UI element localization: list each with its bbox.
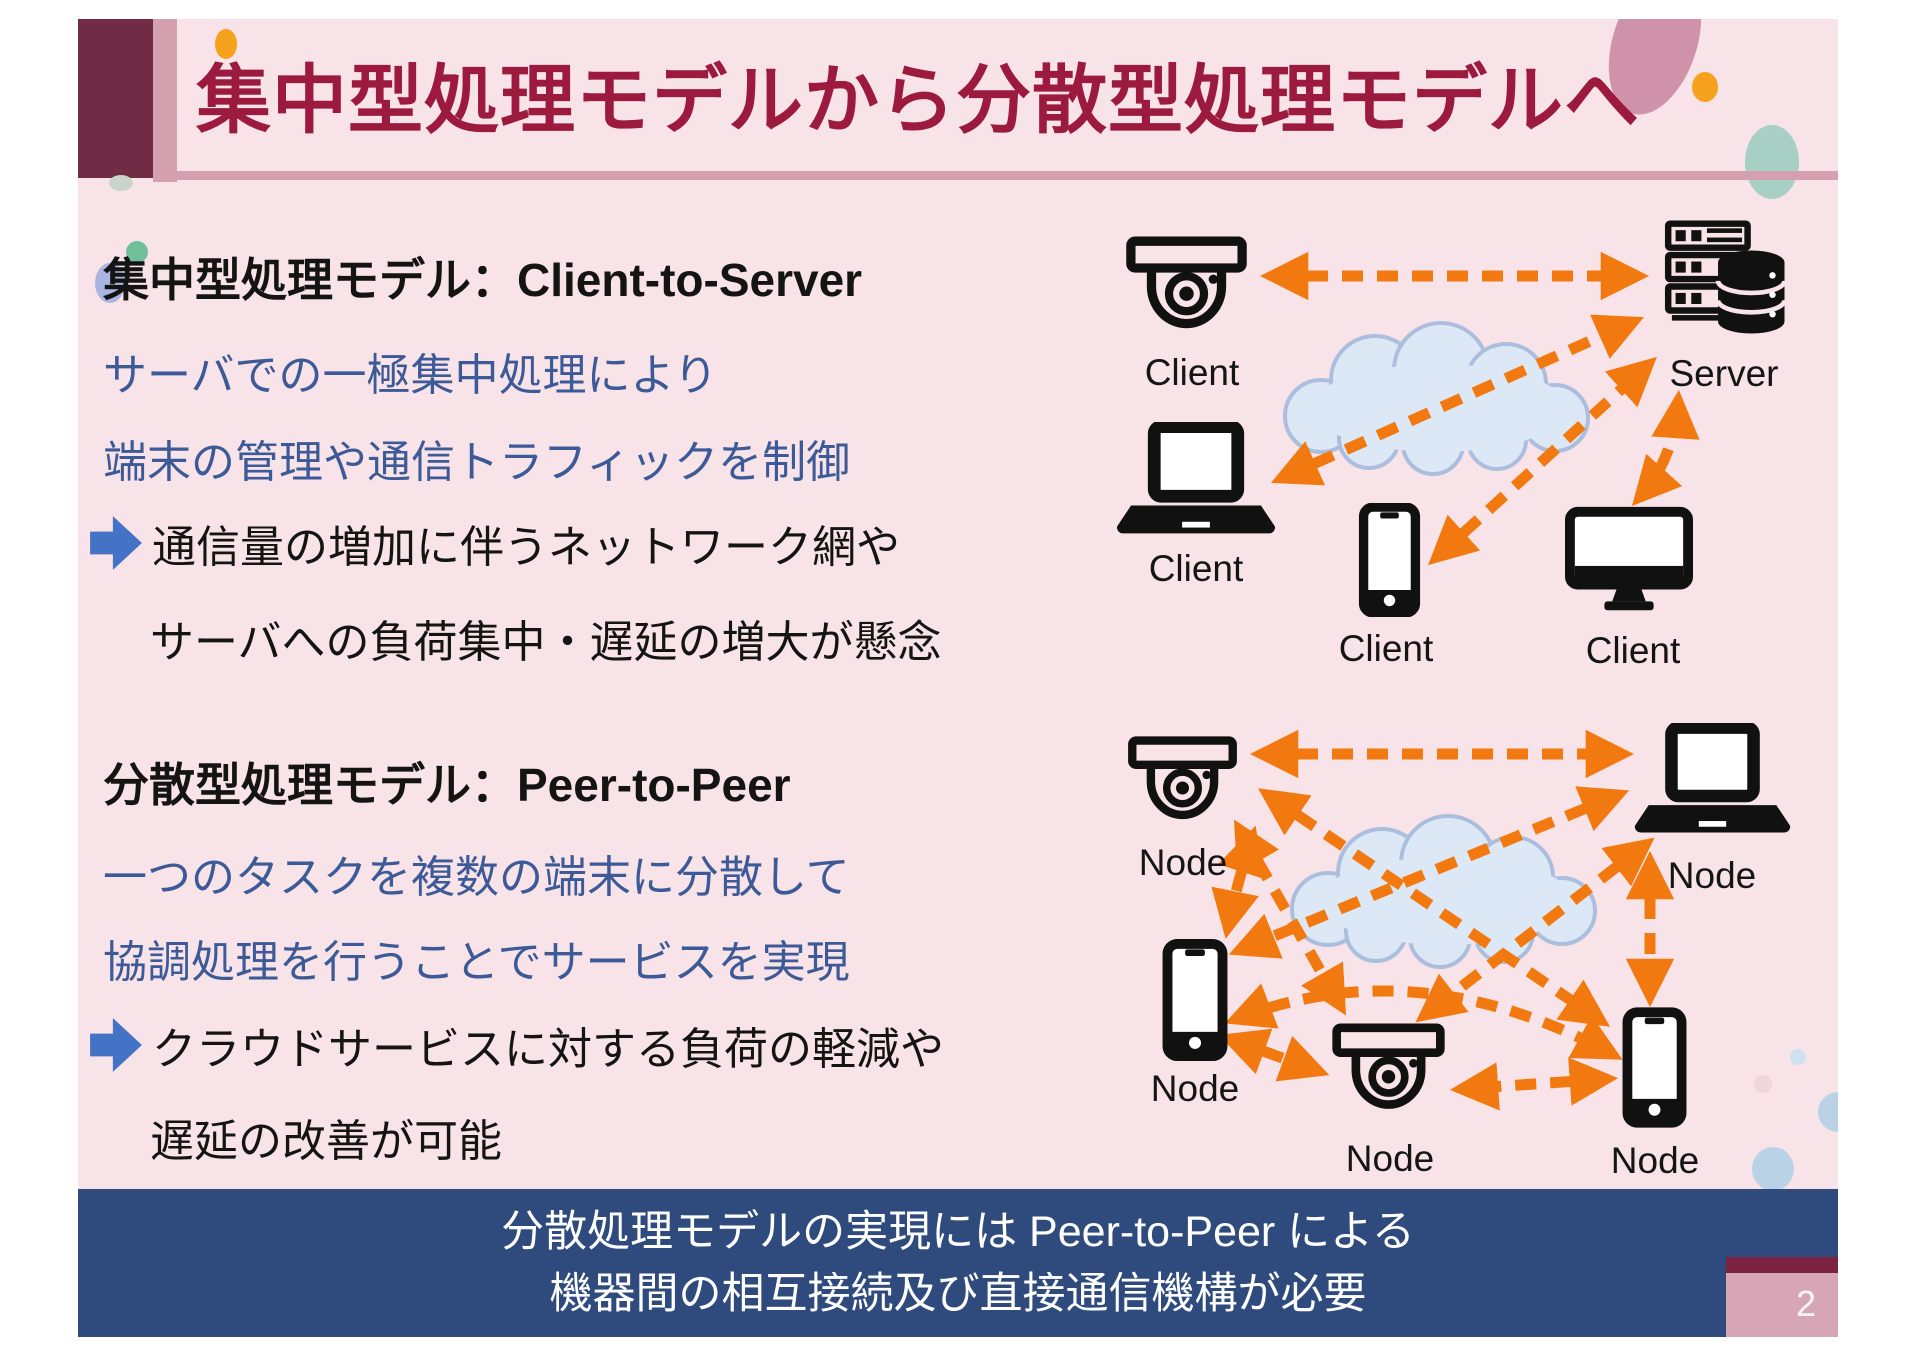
smartphone-icon (1357, 503, 1422, 617)
laptop-icon (1630, 723, 1795, 837)
section2-bullet-text: クラウドサービスに対する負荷の軽減や (152, 1025, 944, 1074)
network-arrows (1211, 251, 1700, 1111)
security-camera-icon (1118, 735, 1247, 828)
section1-bullet-text: 通信量の増加に伴うネットワーク網や (152, 523, 900, 572)
node-label: Node (1138, 842, 1228, 883)
slide: 集中型処理モデルから分散型処理モデルへ 集中型処理モデル：Client-to-S… (78, 19, 1838, 1337)
header-divider (177, 171, 1838, 180)
node-label: Node (1345, 1138, 1435, 1179)
node-label: Server (1669, 353, 1779, 394)
section2-bullet-text: 遅延の改善が可能 (150, 1117, 502, 1166)
node-label: Node (1150, 1068, 1240, 1109)
decor-dot-sage (109, 175, 133, 191)
section1-bullet-text: サーバへの負荷集中・遅延の増大が懸念 (150, 618, 942, 667)
header-accent-strip (153, 19, 177, 182)
node-label: Client (1144, 352, 1240, 393)
smartphone-icon (1622, 1005, 1687, 1130)
section2-line: 協調処理を行うことでサービスを実現 (103, 938, 850, 987)
banner-line-2: 機器間の相互接続及び直接通信機構が必要 (549, 1270, 1367, 1318)
section2-heading: 分散型処理モデル：Peer-to-Peer (103, 759, 791, 811)
section1-line: サーバでの一極集中処理により (103, 351, 718, 400)
decor-dot-pink (1754, 1075, 1772, 1093)
laptop-icon (1112, 422, 1280, 538)
decor-ellipse-teal (1745, 125, 1799, 199)
section2-bullet-row: クラウドサービスに対する負荷の軽減や (90, 1013, 944, 1077)
node-label: Client (1338, 628, 1434, 669)
node-label: Node (1610, 1140, 1700, 1181)
section2-line: 一つのタスクを複数の端末に分散して (103, 853, 850, 902)
security-camera-icon (1118, 235, 1255, 338)
server-database-icon (1662, 220, 1787, 340)
page-number: 2 (1726, 1273, 1838, 1337)
slide-title: 集中型処理モデルから分散型処理モデルへ (196, 58, 1641, 142)
blue-arrow-icon (90, 516, 142, 570)
section1-bullet-row: 通信量の増加に伴うネットワーク網や (90, 511, 900, 575)
monitor-icon (1565, 505, 1693, 617)
decor-dot-blue (1790, 1049, 1806, 1065)
decor-dot-blue (1752, 1147, 1794, 1191)
node-label: Node (1667, 855, 1757, 896)
node-label: Client (1585, 630, 1681, 671)
section1-line: 端末の管理や通信トラフィックを制御 (103, 438, 851, 487)
decor-dot-blue (1818, 1092, 1838, 1132)
conclusion-banner: 分散処理モデルの実現には Peer-to-Peer による 機器間の相互接続及び… (78, 1189, 1838, 1337)
header-accent-bar (78, 19, 153, 178)
page-number-accent (1726, 1257, 1838, 1273)
decor-dot-green (126, 241, 148, 263)
decor-dot-orange-left (215, 29, 237, 59)
smartphone-icon (1162, 938, 1228, 1062)
security-camera-icon (1325, 1022, 1452, 1118)
banner-line-1: 分散処理モデルの実現には Peer-to-Peer による (501, 1207, 1415, 1256)
section1-heading: 集中型処理モデル：Client-to-Server (103, 254, 863, 306)
node-label: Client (1148, 548, 1244, 589)
blue-arrow-icon (90, 1018, 142, 1072)
page-number-box: 2 (1726, 1257, 1838, 1337)
decor-dot-lavender (95, 263, 125, 303)
decor-dot-orange-right (1692, 72, 1718, 102)
